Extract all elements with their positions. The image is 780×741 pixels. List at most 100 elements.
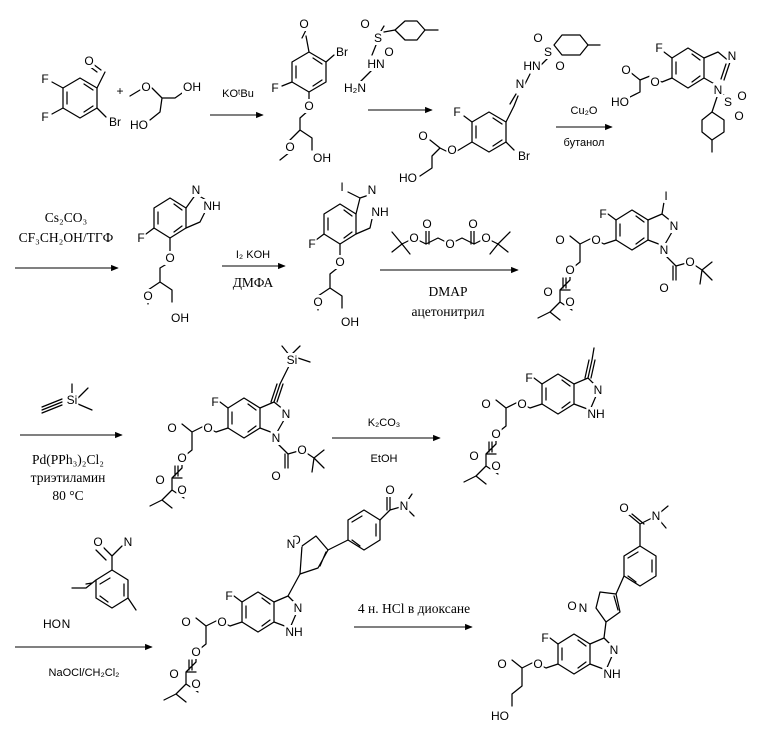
condition-oxidant: NaOCl/CH₂Cl₂ <box>49 667 120 679</box>
reaction-arrow-4: Cs₂CO₃ CF₃CH₂OH/ТГФ <box>15 210 118 268</box>
atom-label: N <box>652 509 661 523</box>
atom-label: N <box>287 537 296 551</box>
atom-label: N <box>192 183 201 197</box>
atom-label: O <box>271 469 280 483</box>
reaction-arrow-8: K₂CO₃ EtOH <box>332 417 440 465</box>
atom-label: I <box>664 189 667 203</box>
compound-difluoro-bromobenzaldehyde: O Br F F <box>40 54 122 129</box>
condition-solvent: CF₃CH₂OH/ТГФ <box>19 230 114 245</box>
atom-label: O <box>93 535 102 549</box>
reaction-arrow-7: Pd(PPh₃)₂Cl₂ триэтиламин 80 °C <box>20 435 122 503</box>
atom-label: NH <box>285 625 302 639</box>
atom-label: O <box>203 421 212 435</box>
atom-label: F <box>655 41 662 55</box>
atom-label: N <box>660 243 669 257</box>
reaction-arrow-3: Cu₂O бутанол <box>556 105 612 149</box>
atom-label: O <box>555 59 564 73</box>
atom-label: F <box>41 110 48 124</box>
atom-label: HN <box>367 57 384 71</box>
atom-label: HO <box>611 95 629 109</box>
compound-nh-indazole: N NH F O O OH <box>136 183 221 325</box>
atom-label: O <box>297 443 306 457</box>
reaction-arrow-1: KOᵗBu <box>210 88 263 115</box>
atom-label: HO <box>491 709 509 723</box>
condition-base: Cs₂CO₃ <box>45 210 88 225</box>
reagent-tms-acetylene: Si <box>42 384 92 413</box>
atom-label: F <box>541 631 548 645</box>
atom-label: O <box>143 289 152 303</box>
atom-label: Br <box>109 115 121 129</box>
atom-label: Si <box>67 393 78 407</box>
atom-label: O <box>335 255 344 269</box>
atom-label: O <box>447 143 456 157</box>
atom-label: N <box>62 617 71 631</box>
compound-aryl-ether-aldehyde: O Br F O O OH <box>270 17 349 165</box>
atom-label: Si <box>287 353 298 367</box>
reaction-arrow-10: 4 н. HCl в диоксане <box>354 601 472 627</box>
atom-label: O <box>177 483 186 497</box>
reagent-tosylhydrazide: S O O HN H₂N <box>343 17 438 95</box>
atom-label: I <box>340 180 343 194</box>
atom-label: O <box>685 255 694 269</box>
atom-label: O <box>481 397 490 411</box>
atom-label: O <box>313 295 322 309</box>
atom-label: N <box>594 383 603 397</box>
atom-label: O <box>481 231 490 245</box>
compound-boc-iodo-indazole: I N N O O F O O O O O <box>538 189 712 320</box>
atom-label: O <box>619 501 628 515</box>
atom-label: O <box>84 54 93 68</box>
atom-label: Br <box>336 45 348 59</box>
atom-label: O <box>385 483 394 497</box>
atom-label: F <box>308 237 315 251</box>
atom-label: O <box>650 75 659 89</box>
atom-label: O <box>491 427 500 441</box>
atom-label: N <box>124 535 133 549</box>
atom-label: HO <box>130 118 148 132</box>
atom-label: F <box>525 371 532 385</box>
reaction-arrow-5: I₂ KOH ДМФА <box>222 249 285 290</box>
atom-label: O <box>491 459 500 473</box>
condition-reagent: I₂ KOH <box>236 249 270 261</box>
atom-label: OH <box>313 151 331 165</box>
condition-catalyst: Cu₂O <box>571 105 598 117</box>
condition-solvent: бутанол <box>564 137 605 149</box>
condition-catalyst: Pd(PPh₃)₂Cl₂ <box>32 452 104 467</box>
atom-label: O <box>591 233 600 247</box>
atom-label: O <box>177 451 186 465</box>
atom-label: Br <box>518 149 530 163</box>
atom-label: O <box>533 31 542 45</box>
compound-isoxazolyl-indazole-carbonate: O N N NH O N F O O O O O <box>164 483 414 702</box>
condition-base: KOᵗBu <box>222 88 254 100</box>
atom-label: O <box>565 295 574 309</box>
atom-label: F <box>137 231 144 245</box>
atom-label: F <box>453 105 460 119</box>
atom-label: HO <box>399 171 417 185</box>
atom-label: O <box>169 667 178 681</box>
compound-methoxypropanediol: O OH HO <box>129 80 202 132</box>
plus-sign: + <box>116 84 123 98</box>
atom-label: H₂N <box>344 81 366 95</box>
atom-label: O <box>543 285 552 299</box>
reaction-arrow-9: NaOCl/CH₂Cl₂ <box>15 647 152 679</box>
atom-label: O <box>167 421 176 435</box>
compound-n-tosyl-indazole: F N N S O O O O HO <box>610 41 748 152</box>
atom-label: O <box>734 109 743 123</box>
atom-label: O <box>191 645 200 659</box>
atom-label: O <box>191 677 200 691</box>
atom-label: O <box>181 615 190 629</box>
compound-ethynyl-indazole: N NH F O O O O O <box>464 348 606 484</box>
atom-label: O <box>285 140 294 154</box>
atom-label: N <box>516 77 525 91</box>
atom-label: O <box>165 251 174 265</box>
reagent-boc-anhydride: O O O O O <box>392 217 510 254</box>
compound-final-product: O N N NH O N F O O HO <box>490 501 668 723</box>
condition-solvent: ДМФА <box>233 275 274 290</box>
atom-label: OH <box>171 311 189 325</box>
atom-label: O <box>497 657 506 671</box>
atom-label: O <box>567 599 576 613</box>
atom-label: OH <box>183 80 201 94</box>
atom-label: O <box>621 63 630 77</box>
condition-solvent: EtOH <box>371 453 398 465</box>
atom-label: N <box>610 643 619 657</box>
